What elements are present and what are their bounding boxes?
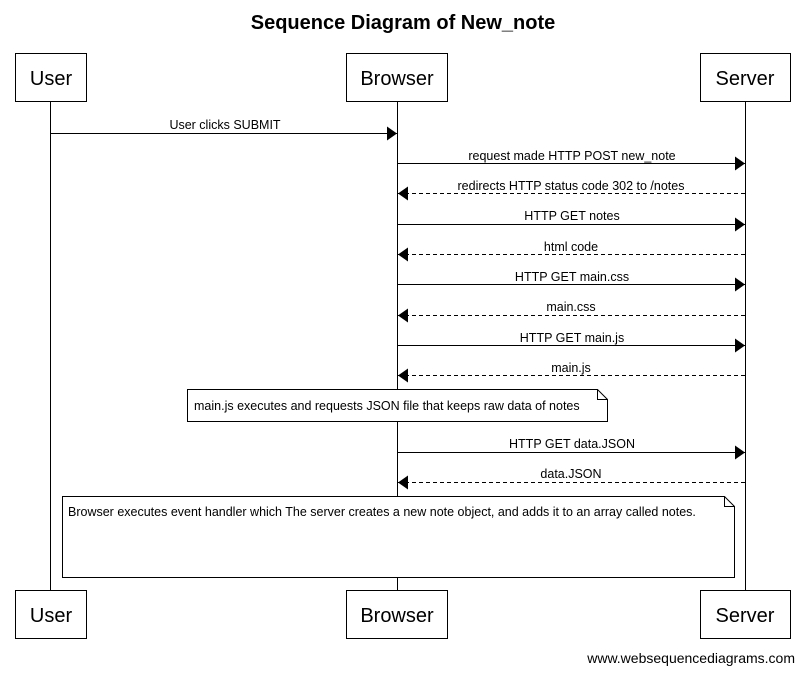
message-label: HTTP GET notes (524, 209, 619, 223)
diagram-title: Sequence Diagram of New_note (251, 12, 556, 34)
message-label: html code (544, 240, 598, 254)
message-label: main.js (551, 361, 591, 375)
message-label: data.JSON (540, 467, 601, 481)
message-10: data.JSON (398, 467, 745, 490)
actor-server-bottom: Server (700, 590, 791, 639)
message-9: HTTP GET data.JSON (398, 437, 745, 460)
message-7: HTTP GET main.js (398, 331, 745, 353)
message-8: main.js (398, 361, 745, 383)
actor-label: Server (716, 68, 775, 90)
actor-server-top: Server (700, 53, 791, 102)
actor-label: User (30, 68, 73, 90)
credit-text: www.websequencediagrams.com (586, 650, 795, 666)
message-label: User clicks SUBMIT (169, 118, 280, 132)
actor-label: Browser (360, 68, 434, 90)
note-0: main.js executes and requests JSON file … (187, 389, 608, 422)
note-text: main.js executes and requests JSON file … (194, 399, 580, 413)
message-5: HTTP GET main.css (398, 270, 745, 292)
actor-label: Browser (360, 605, 434, 627)
actor-user-bottom: User (15, 590, 87, 639)
note-text: Browser executes event handler which The… (68, 505, 696, 519)
message-6: main.css (398, 300, 745, 323)
actor-user-top: User (15, 53, 87, 102)
actor-label: Server (716, 605, 775, 627)
message-1: request made HTTP POST new_note (398, 149, 745, 171)
actor-browser-top: Browser (346, 53, 448, 102)
note-1: Browser executes event handler which The… (62, 496, 735, 578)
message-label: main.css (546, 300, 595, 314)
message-label: HTTP GET main.js (520, 331, 624, 345)
message-0: User clicks SUBMIT (51, 118, 397, 141)
message-label: request made HTTP POST new_note (468, 149, 675, 163)
message-label: redirects HTTP status code 302 to /notes (458, 179, 685, 193)
message-4: html code (398, 240, 745, 262)
message-label: HTTP GET main.css (515, 270, 629, 284)
message-2: redirects HTTP status code 302 to /notes (398, 179, 745, 201)
message-label: HTTP GET data.JSON (509, 437, 635, 451)
actor-browser-bottom: Browser (346, 590, 448, 639)
message-3: HTTP GET notes (398, 209, 745, 232)
actor-label: User (30, 605, 73, 627)
